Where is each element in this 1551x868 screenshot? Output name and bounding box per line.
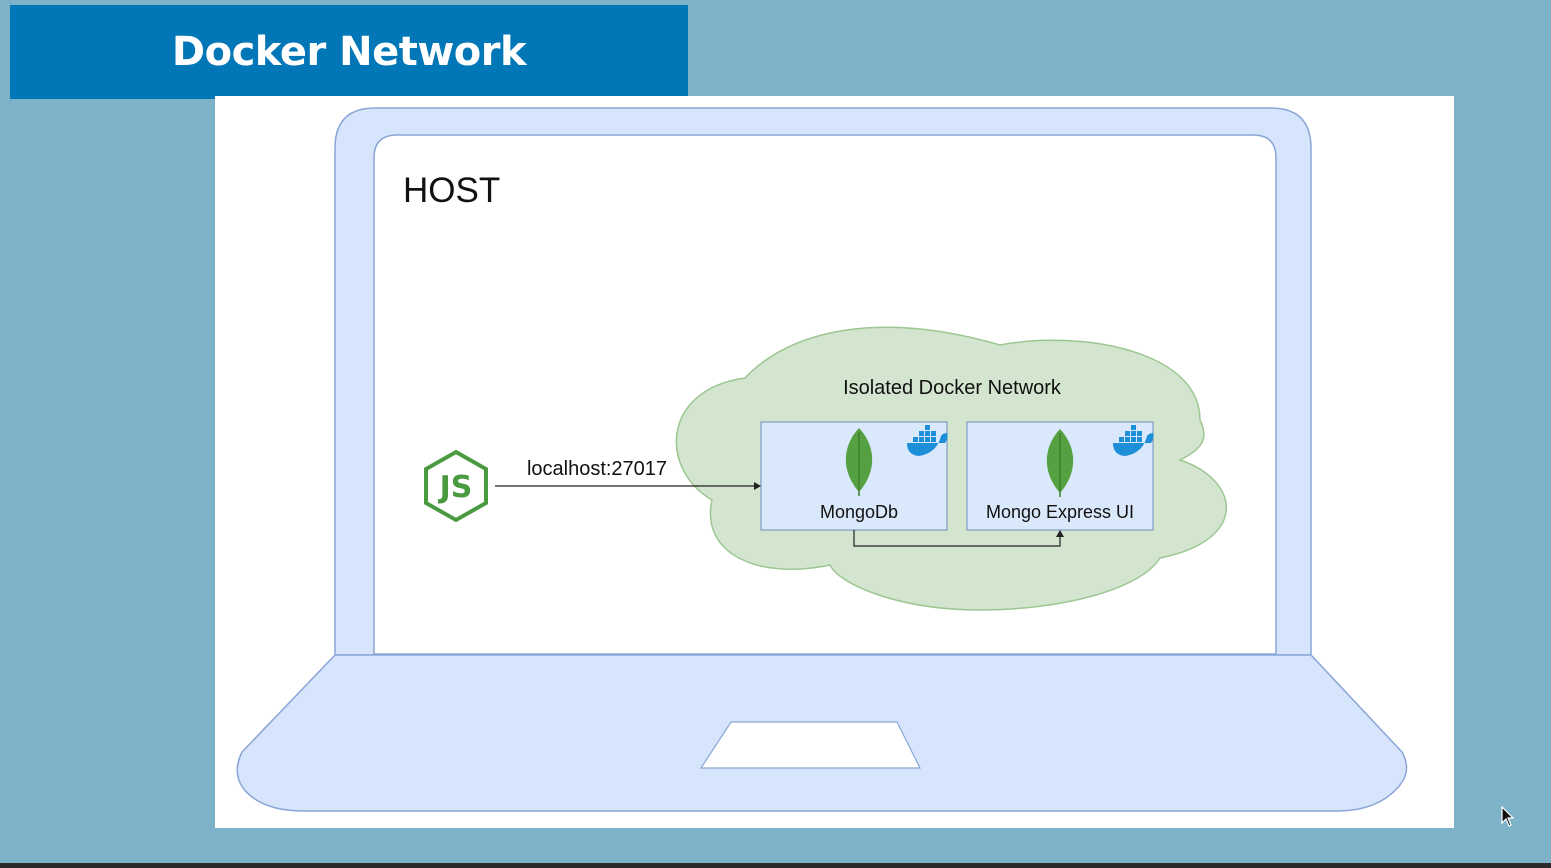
network-label: Isolated Docker Network	[843, 377, 1062, 399]
docker-whale-icon	[1113, 425, 1154, 456]
container-label-mongo-express: Mongo Express UI	[986, 502, 1134, 522]
network-cloud	[675, 326, 1228, 611]
nodejs-icon: JS	[424, 449, 488, 523]
docker-whale-icon	[907, 425, 948, 456]
connection-arrowhead	[754, 482, 761, 490]
mouse-cursor-icon	[1501, 806, 1515, 827]
host-label: HOST	[403, 171, 500, 210]
container-label-mongodb: MongoDb	[820, 502, 898, 522]
bottom-bar	[0, 863, 1551, 868]
title-banner: Docker Network	[10, 5, 688, 99]
mongodb-leaf-icon	[845, 428, 873, 496]
page-title: Docker Network	[171, 29, 527, 75]
container-link-arrow	[853, 530, 1061, 547]
laptop-trackpad	[699, 721, 921, 769]
container-link-arrowhead	[1056, 530, 1064, 537]
svg-text:JS: JS	[438, 470, 473, 505]
connection-label: localhost:27017	[527, 458, 667, 480]
mongodb-leaf-icon	[1046, 429, 1074, 497]
